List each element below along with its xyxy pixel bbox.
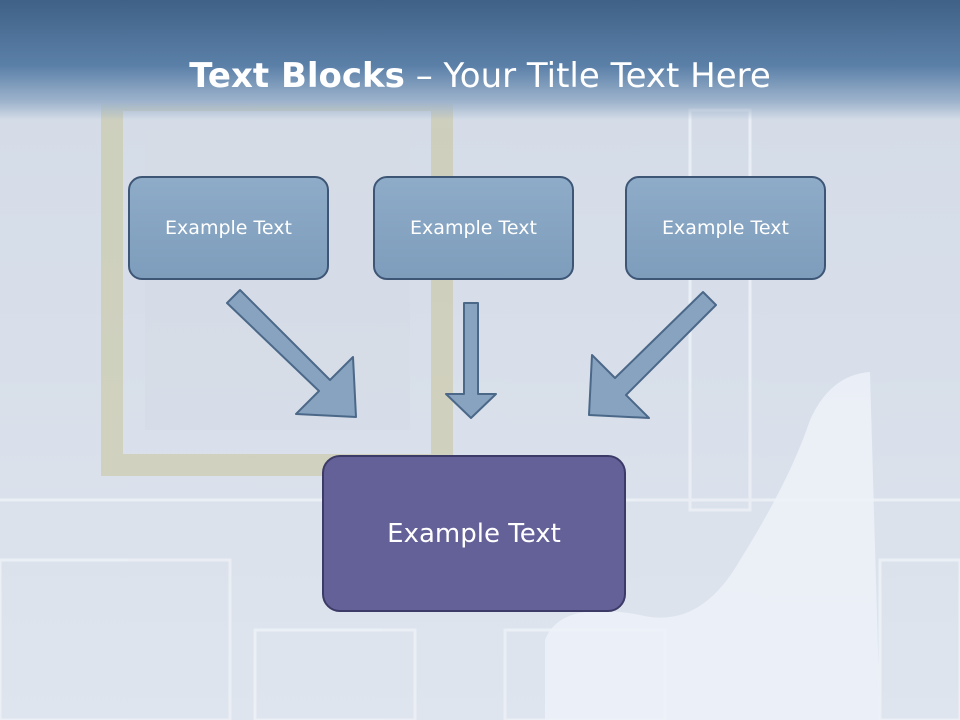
title-band xyxy=(0,0,960,120)
text-block-right[interactable]: Example Text xyxy=(625,176,826,280)
text-block-center[interactable]: Example Text xyxy=(373,176,574,280)
arrow-down-right xyxy=(226,289,357,418)
text-block-left[interactable]: Example Text xyxy=(128,176,329,280)
text-block-label: Example Text xyxy=(165,217,292,239)
text-block-label: Example Text xyxy=(410,217,537,239)
chair-silhouette xyxy=(545,372,880,720)
arrow-down xyxy=(445,302,497,419)
arrow-down-left xyxy=(588,291,717,419)
title-bold: Text Blocks xyxy=(189,56,405,96)
target-block[interactable]: Example Text xyxy=(322,455,626,612)
title-dash: – xyxy=(404,56,444,96)
slide-title: Text Blocks – Your Title Text Here xyxy=(0,56,960,96)
title-rest: Your Title Text Here xyxy=(443,56,771,96)
text-block-label: Example Text xyxy=(662,217,789,239)
target-block-label: Example Text xyxy=(387,518,561,549)
